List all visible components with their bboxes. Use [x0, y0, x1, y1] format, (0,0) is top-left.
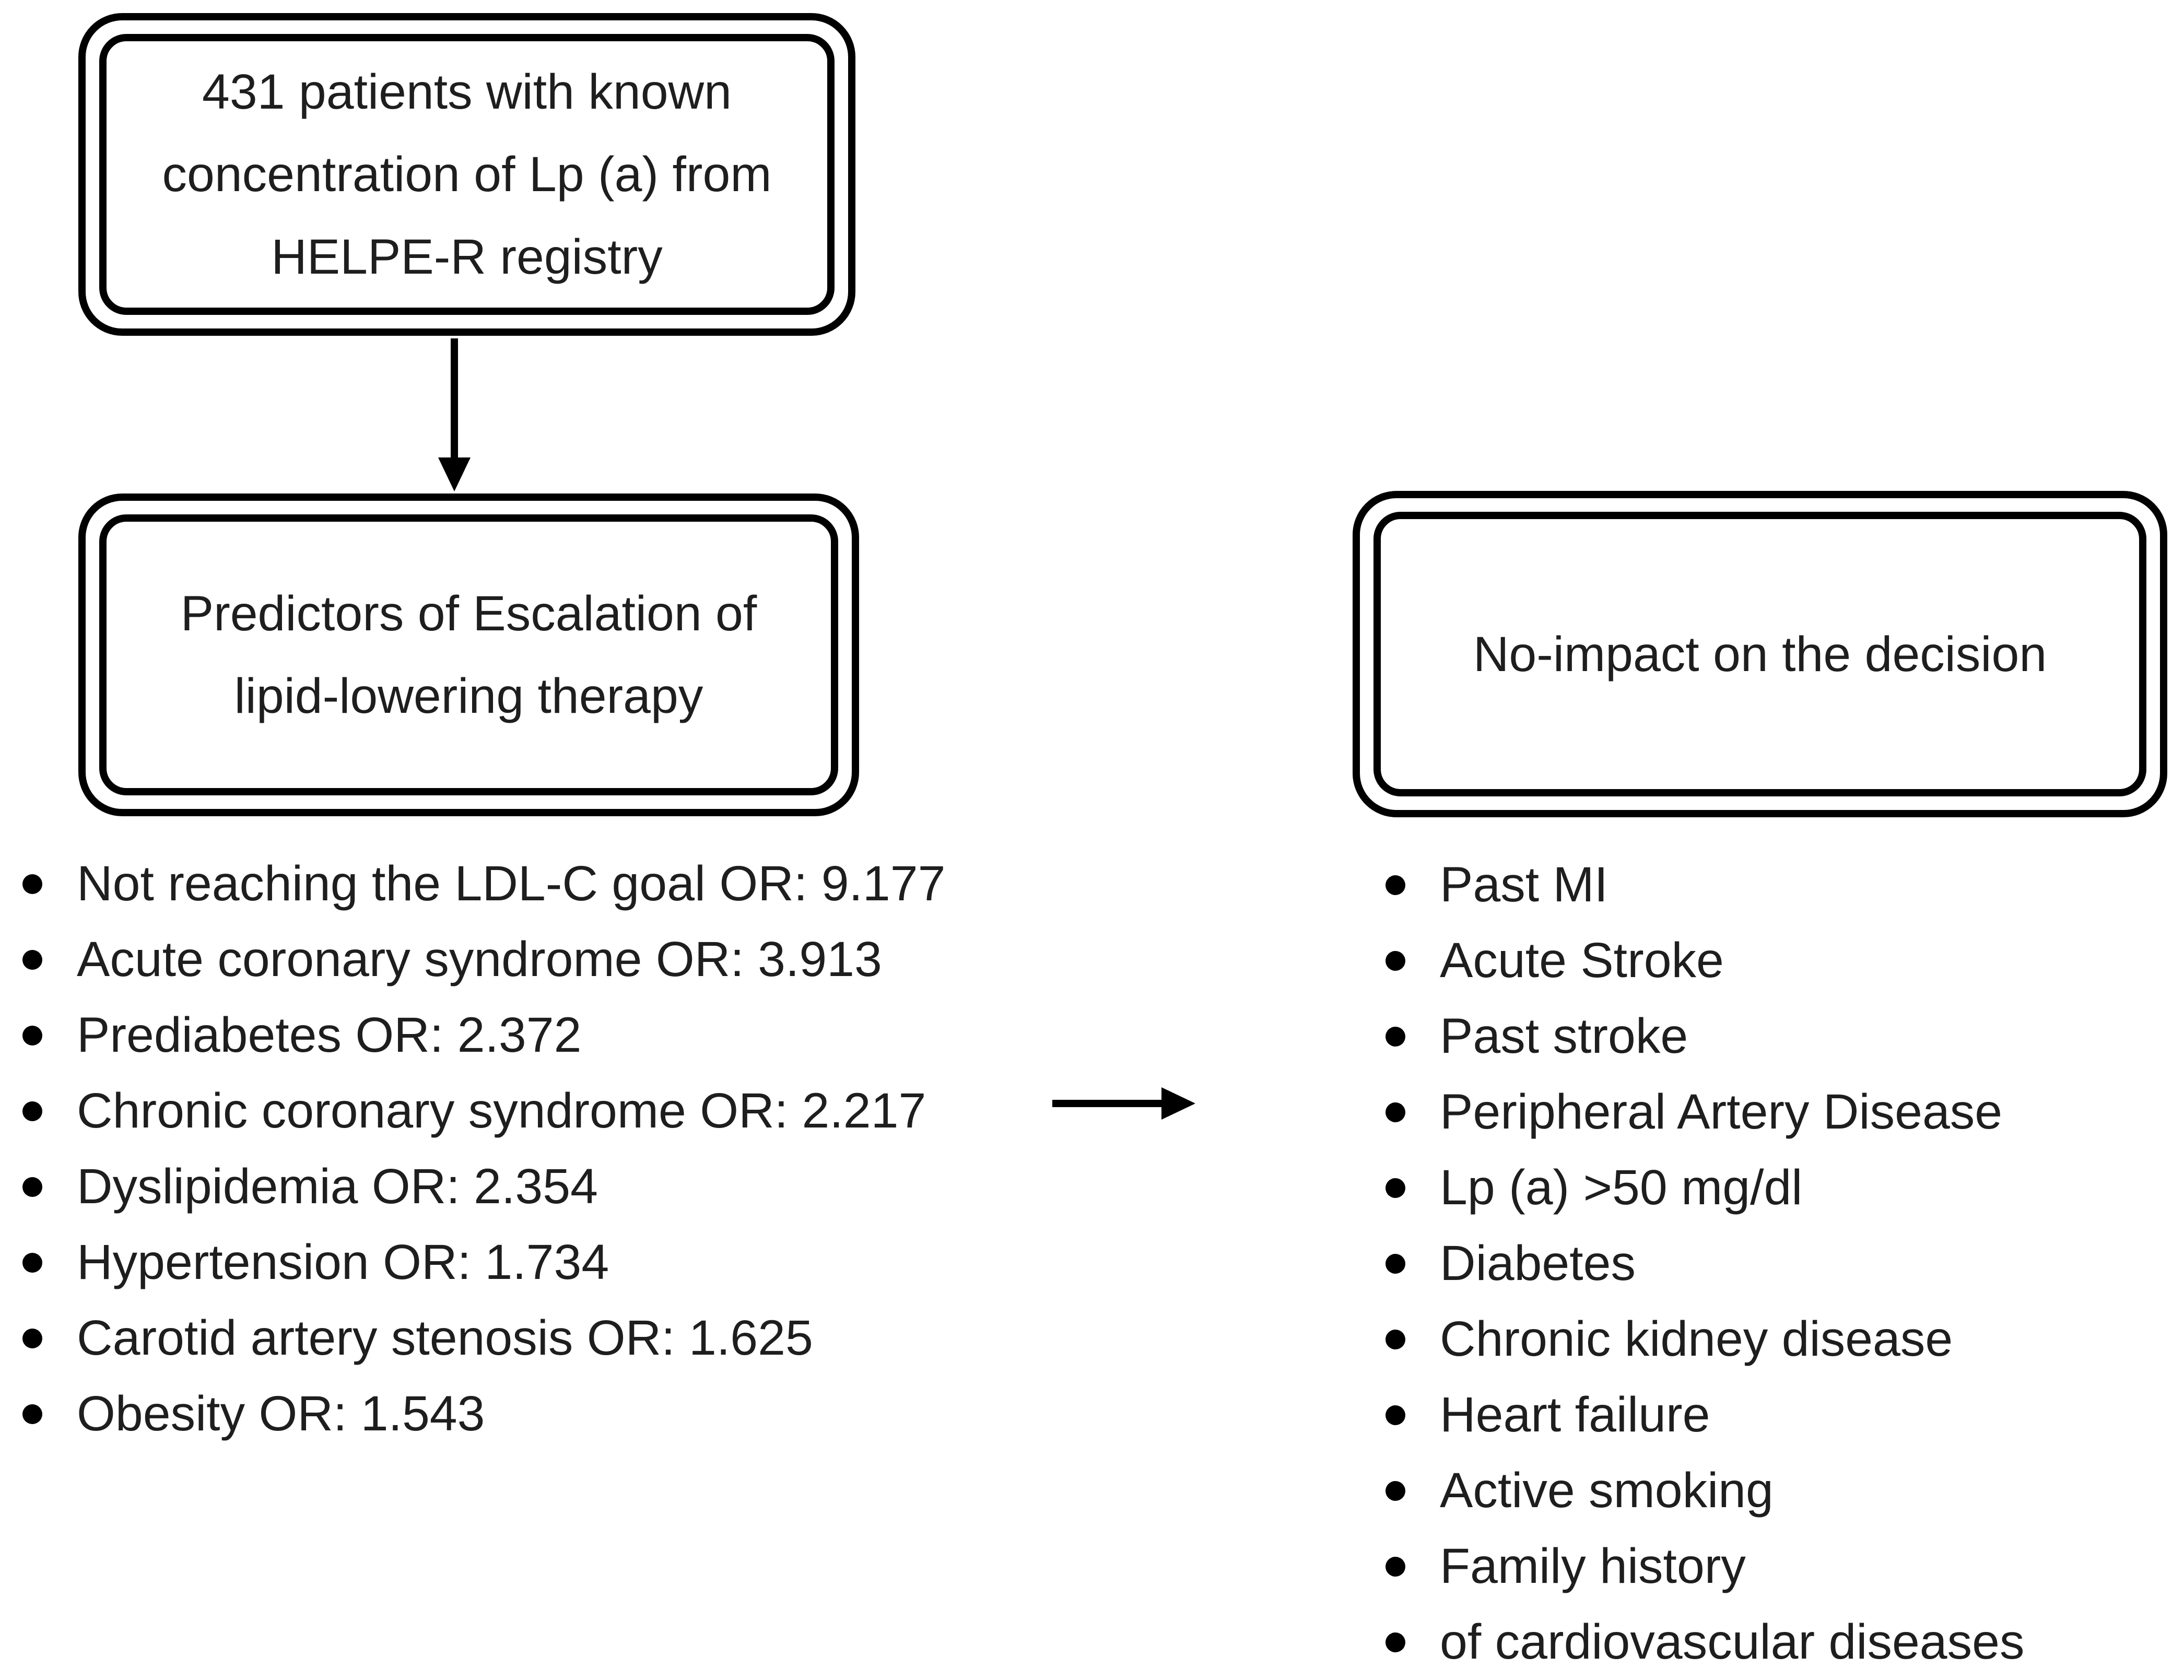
list-item: Hypertension OR: 1.734 [22, 1225, 945, 1300]
bullet-icon [1385, 950, 1405, 971]
bullet-icon [1385, 1329, 1405, 1349]
predictor-list: Not reaching the LDL-C goal OR: 9.177 Ac… [22, 846, 945, 1452]
list-item: Chronic coronary syndrome OR: 2.217 [22, 1073, 945, 1149]
list-item: Acute coronary syndrome OR: 3.913 [22, 922, 945, 997]
predictors-box-line: lipid-lowering therapy [234, 668, 703, 724]
predictors-box: Predictors of Escalation of lipid-loweri… [78, 494, 859, 816]
no-impact-box-inner: No-impact on the decision [1373, 512, 2146, 796]
list-item: Lp (a) >50 mg/dl [1385, 1150, 2024, 1226]
list-item: of cardiovascular diseases [1385, 1604, 2024, 1680]
list-item-label: Carotid artery stenosis OR: 1.625 [77, 1310, 813, 1366]
list-item-label: of cardiovascular diseases [1440, 1614, 2025, 1670]
patients-box: 431 patients with known concentration of… [78, 13, 855, 336]
list-item-label: Chronic coronary syndrome OR: 2.217 [77, 1083, 926, 1139]
bullet-icon [1385, 1632, 1405, 1652]
patients-box-line: concentration of Lp (a) from [162, 147, 772, 202]
list-item-label: Dyslipidemia OR: 2.354 [77, 1159, 598, 1215]
list-item: Past MI [1385, 847, 2024, 923]
list-item-label: Acute Stroke [1440, 933, 1724, 989]
patients-box-line: HELPE-R registry [271, 229, 663, 285]
list-item-label: Lp (a) >50 mg/dl [1440, 1160, 1803, 1216]
bullet-icon [22, 1404, 42, 1424]
list-item: Prediabetes OR: 2.372 [22, 997, 945, 1073]
patients-box-inner: 431 patients with known concentration of… [99, 34, 835, 315]
list-item-label: Acute coronary syndrome OR: 3.913 [77, 932, 882, 988]
list-item: Diabetes [1385, 1226, 2024, 1301]
list-item-label: Past stroke [1440, 1008, 1688, 1064]
list-item-label: Peripheral Artery Disease [1440, 1084, 2003, 1140]
list-item-label: Prediabetes OR: 2.372 [77, 1007, 582, 1063]
predictors-box-line: Predictors of Escalation of [180, 586, 757, 641]
bullet-icon [1385, 1481, 1405, 1501]
bullet-icon [22, 1252, 42, 1273]
down-arrow-icon [438, 338, 471, 491]
list-item: Not reaching the LDL-C goal OR: 9.177 [22, 846, 945, 922]
bullet-icon [1385, 1405, 1405, 1425]
bullet-icon [1385, 1556, 1405, 1577]
list-item-label: Heart failure [1440, 1387, 1710, 1443]
list-item: Chronic kidney disease [1385, 1301, 2024, 1377]
bullet-icon [1385, 1253, 1405, 1274]
no-impact-box: No-impact on the decision [1353, 491, 2167, 817]
bullet-icon [1385, 1102, 1405, 1122]
bullet-icon [22, 949, 42, 970]
no-impact-list: Past MI Acute Stroke Past stroke Periphe… [1385, 847, 2024, 1680]
list-item-label: Hypertension OR: 1.734 [77, 1235, 609, 1290]
bullet-icon [1385, 1178, 1405, 1198]
list-item: Acute Stroke [1385, 923, 2024, 998]
list-item: Family history [1385, 1529, 2024, 1604]
list-item-label: Diabetes [1440, 1236, 1636, 1291]
no-impact-box-line: No-impact on the decision [1473, 626, 2047, 682]
predictors-box-inner: Predictors of Escalation of lipid-loweri… [99, 514, 838, 795]
list-item: Dyslipidemia OR: 2.354 [22, 1149, 945, 1225]
bullet-icon [1385, 875, 1405, 895]
right-arrow-icon [1052, 1087, 1195, 1120]
list-item: Active smoking [1385, 1453, 2024, 1529]
list-item-label: Family history [1440, 1538, 1746, 1594]
list-item: Peripheral Artery Disease [1385, 1074, 2024, 1150]
list-item: Heart failure [1385, 1377, 2024, 1453]
list-item: Past stroke [1385, 998, 2024, 1074]
bullet-icon [22, 1177, 42, 1197]
list-item-label: Obesity OR: 1.543 [77, 1386, 485, 1442]
list-item-label: Active smoking [1440, 1463, 1774, 1519]
patients-box-line: 431 patients with known [202, 64, 732, 120]
list-item-label: Chronic kidney disease [1440, 1311, 1953, 1367]
list-item-label: Past MI [1440, 857, 1608, 913]
list-item: Carotid artery stenosis OR: 1.625 [22, 1300, 945, 1376]
bullet-icon [22, 1025, 42, 1045]
list-item-label: Not reaching the LDL-C goal OR: 9.177 [77, 856, 946, 912]
bullet-icon [22, 1328, 42, 1348]
list-item: Obesity OR: 1.543 [22, 1376, 945, 1452]
bullet-icon [1385, 1026, 1405, 1047]
bullet-icon [22, 874, 42, 894]
bullet-icon [22, 1101, 42, 1121]
